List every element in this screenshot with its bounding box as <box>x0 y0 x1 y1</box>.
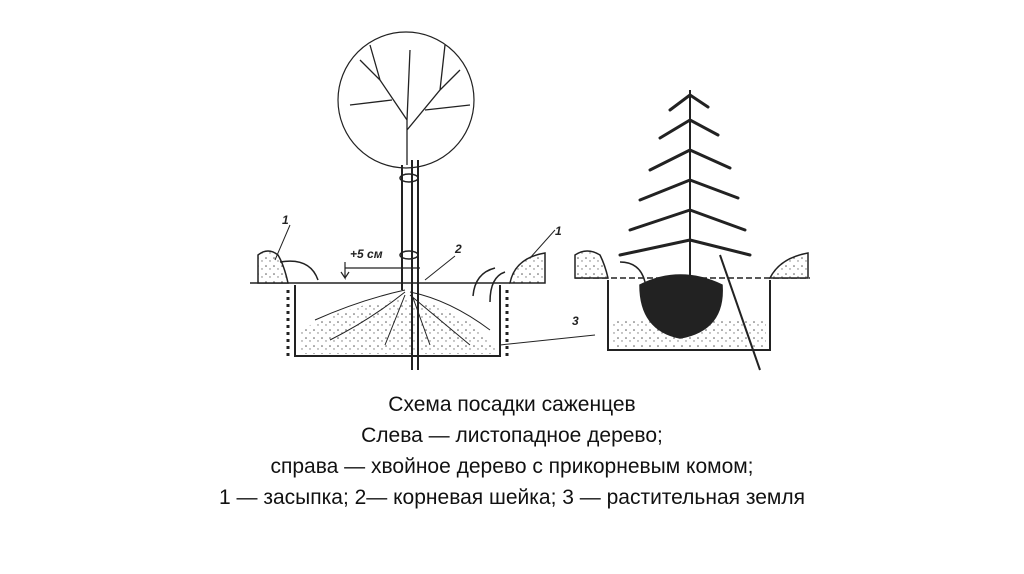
caption-legend: 1 — засыпка; 2— корневая шейка; 3 — раст… <box>219 486 805 509</box>
stake <box>411 160 419 370</box>
caption: Схема посадки саженцев Слева — листопадн… <box>0 389 1024 513</box>
right-conifer-illustration <box>574 90 810 371</box>
topsoil-layer <box>300 300 495 354</box>
planting-pit <box>607 280 771 351</box>
backfill-mound-left <box>574 250 609 279</box>
arrow <box>619 261 646 283</box>
label-topsoil: 3 <box>572 314 579 328</box>
planting-pit <box>294 285 501 357</box>
label-backfill-right: 1 <box>555 224 562 238</box>
label-height-offset: +5 см <box>350 247 383 261</box>
caption-left-desc: Слева — листопадное дерево; <box>361 424 663 447</box>
backfill-mound-left <box>257 250 289 284</box>
conifer-foliage <box>618 93 752 257</box>
caption-right-desc: справа — хвойное дерево с прикорневым ко… <box>270 455 754 478</box>
left-deciduous-tree-illustration <box>250 31 596 370</box>
trunk <box>401 165 413 290</box>
label-root-collar: 2 <box>454 242 462 256</box>
root-ball <box>639 274 723 339</box>
crown <box>337 31 475 169</box>
label-backfill-left: 1 <box>282 213 289 227</box>
caption-title: Схема посадки саженцев <box>388 393 636 416</box>
arrow <box>472 267 506 303</box>
branches <box>349 44 471 165</box>
arrow <box>279 260 319 281</box>
backfill-mound-right <box>768 252 809 279</box>
stake <box>719 254 761 371</box>
roots <box>314 289 491 346</box>
backfill-mound-right <box>509 252 546 284</box>
